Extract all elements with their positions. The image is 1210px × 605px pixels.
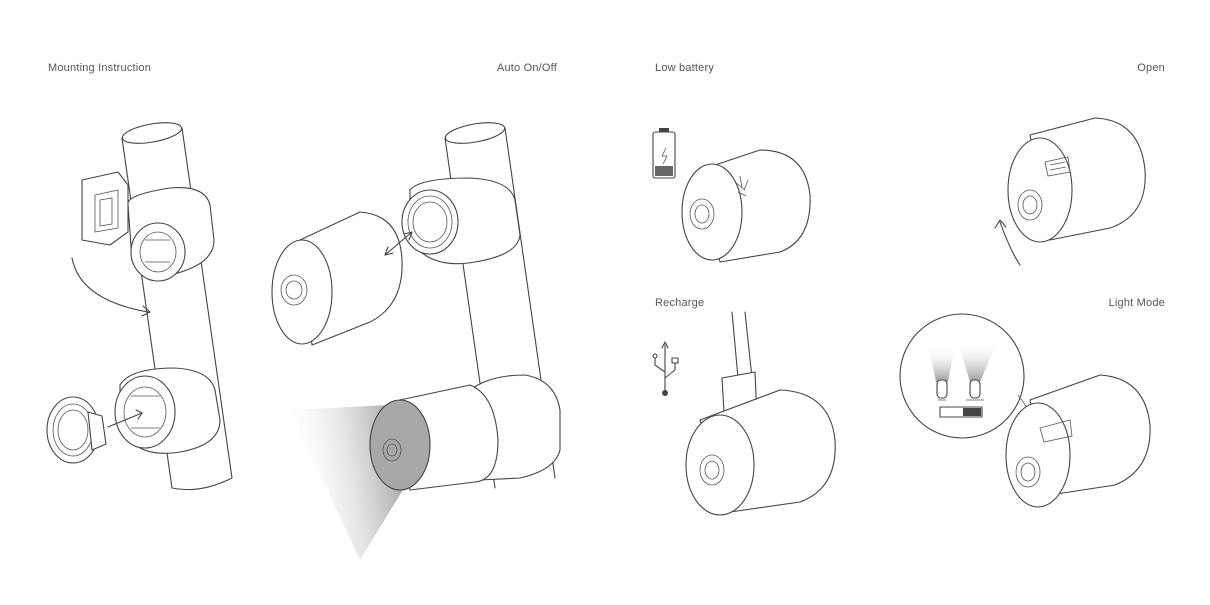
rear-bracket (82, 172, 128, 245)
mode-detail-circle (900, 314, 1024, 438)
usb-icon (653, 342, 678, 396)
battery-icon (653, 128, 675, 178)
clamp-with-ring (402, 178, 520, 264)
light-unit-low (682, 150, 810, 262)
light-mode-illustration (900, 314, 1150, 507)
auto-on-off-illustration (272, 119, 560, 560)
recharge-illustration (653, 312, 835, 515)
low-battery-illustration (653, 128, 810, 262)
twist-arrow (1000, 222, 1020, 265)
clamp-lower (115, 368, 220, 453)
mounted-light (290, 375, 560, 560)
mount-disc (47, 397, 106, 463)
mounting-illustration (47, 119, 232, 490)
light-unit-charging (686, 390, 835, 515)
open-illustration (995, 118, 1145, 265)
clamp-upper (128, 188, 214, 281)
light-unit-detached (272, 212, 402, 345)
light-unit-mode (1006, 375, 1150, 507)
